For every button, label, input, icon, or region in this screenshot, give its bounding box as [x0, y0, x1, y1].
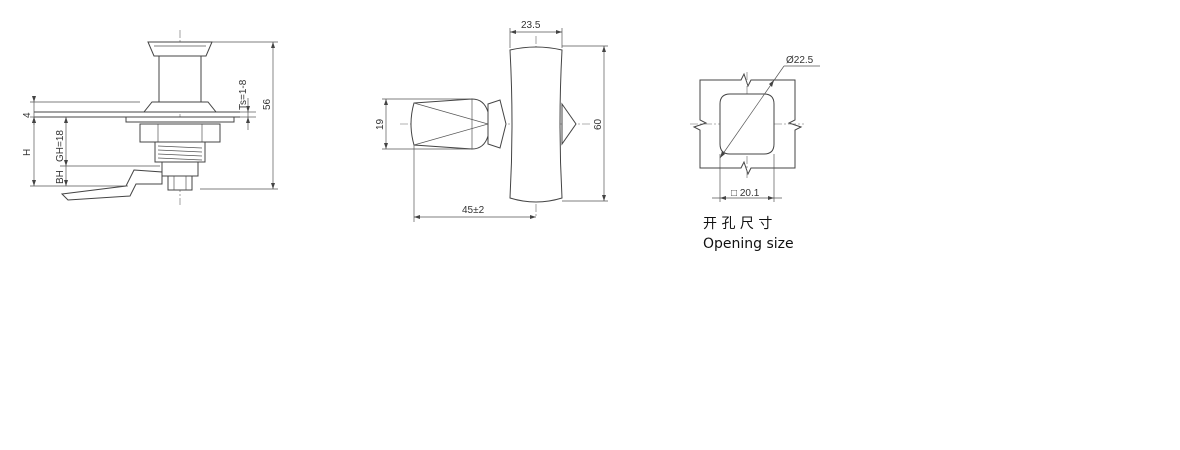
dim-diameter-label: Ø22.5 — [786, 55, 814, 66]
opening-shape — [719, 93, 775, 155]
left-side-view: 4 H GH=18 BH Ts=1-8 56 — [22, 30, 278, 205]
dim-Ts-label: Ts=1-8 — [238, 79, 249, 110]
dim-56-label: 56 — [262, 98, 273, 110]
dim-square-label: □ 20.1 — [731, 188, 760, 199]
dim-60-label: 60 — [593, 118, 604, 130]
caption-english: Opening size — [703, 236, 794, 252]
dim-45-label: 45±2 — [462, 205, 485, 216]
caption-chinese: 开 孔 尺 寸 — [703, 216, 772, 232]
shaft-body — [410, 98, 493, 150]
panel-frame — [692, 72, 803, 176]
dim-H-label: H — [22, 149, 33, 156]
right-opening-view: Ø22.5 □ 20.1 开 孔 尺 寸 Opening size — [690, 55, 820, 252]
handle-neck — [487, 99, 507, 149]
dim-23-5-label: 23.5 — [521, 20, 541, 31]
dim-4-label: 4 — [22, 112, 33, 118]
collar — [142, 101, 218, 113]
nut — [139, 123, 221, 143]
handle-shaft — [158, 55, 202, 103]
handle-cap — [147, 41, 213, 57]
cam-arm — [60, 169, 163, 201]
dim-GH-label: GH=18 — [55, 130, 66, 162]
middle-handle-view: 23.5 19 60 45±2 — [375, 20, 608, 222]
bottom-screw — [167, 175, 193, 191]
handle-tip — [561, 102, 577, 146]
dim-BH-label: BH — [55, 170, 66, 184]
t-grip — [509, 46, 563, 203]
dim-19-label: 19 — [375, 118, 386, 130]
